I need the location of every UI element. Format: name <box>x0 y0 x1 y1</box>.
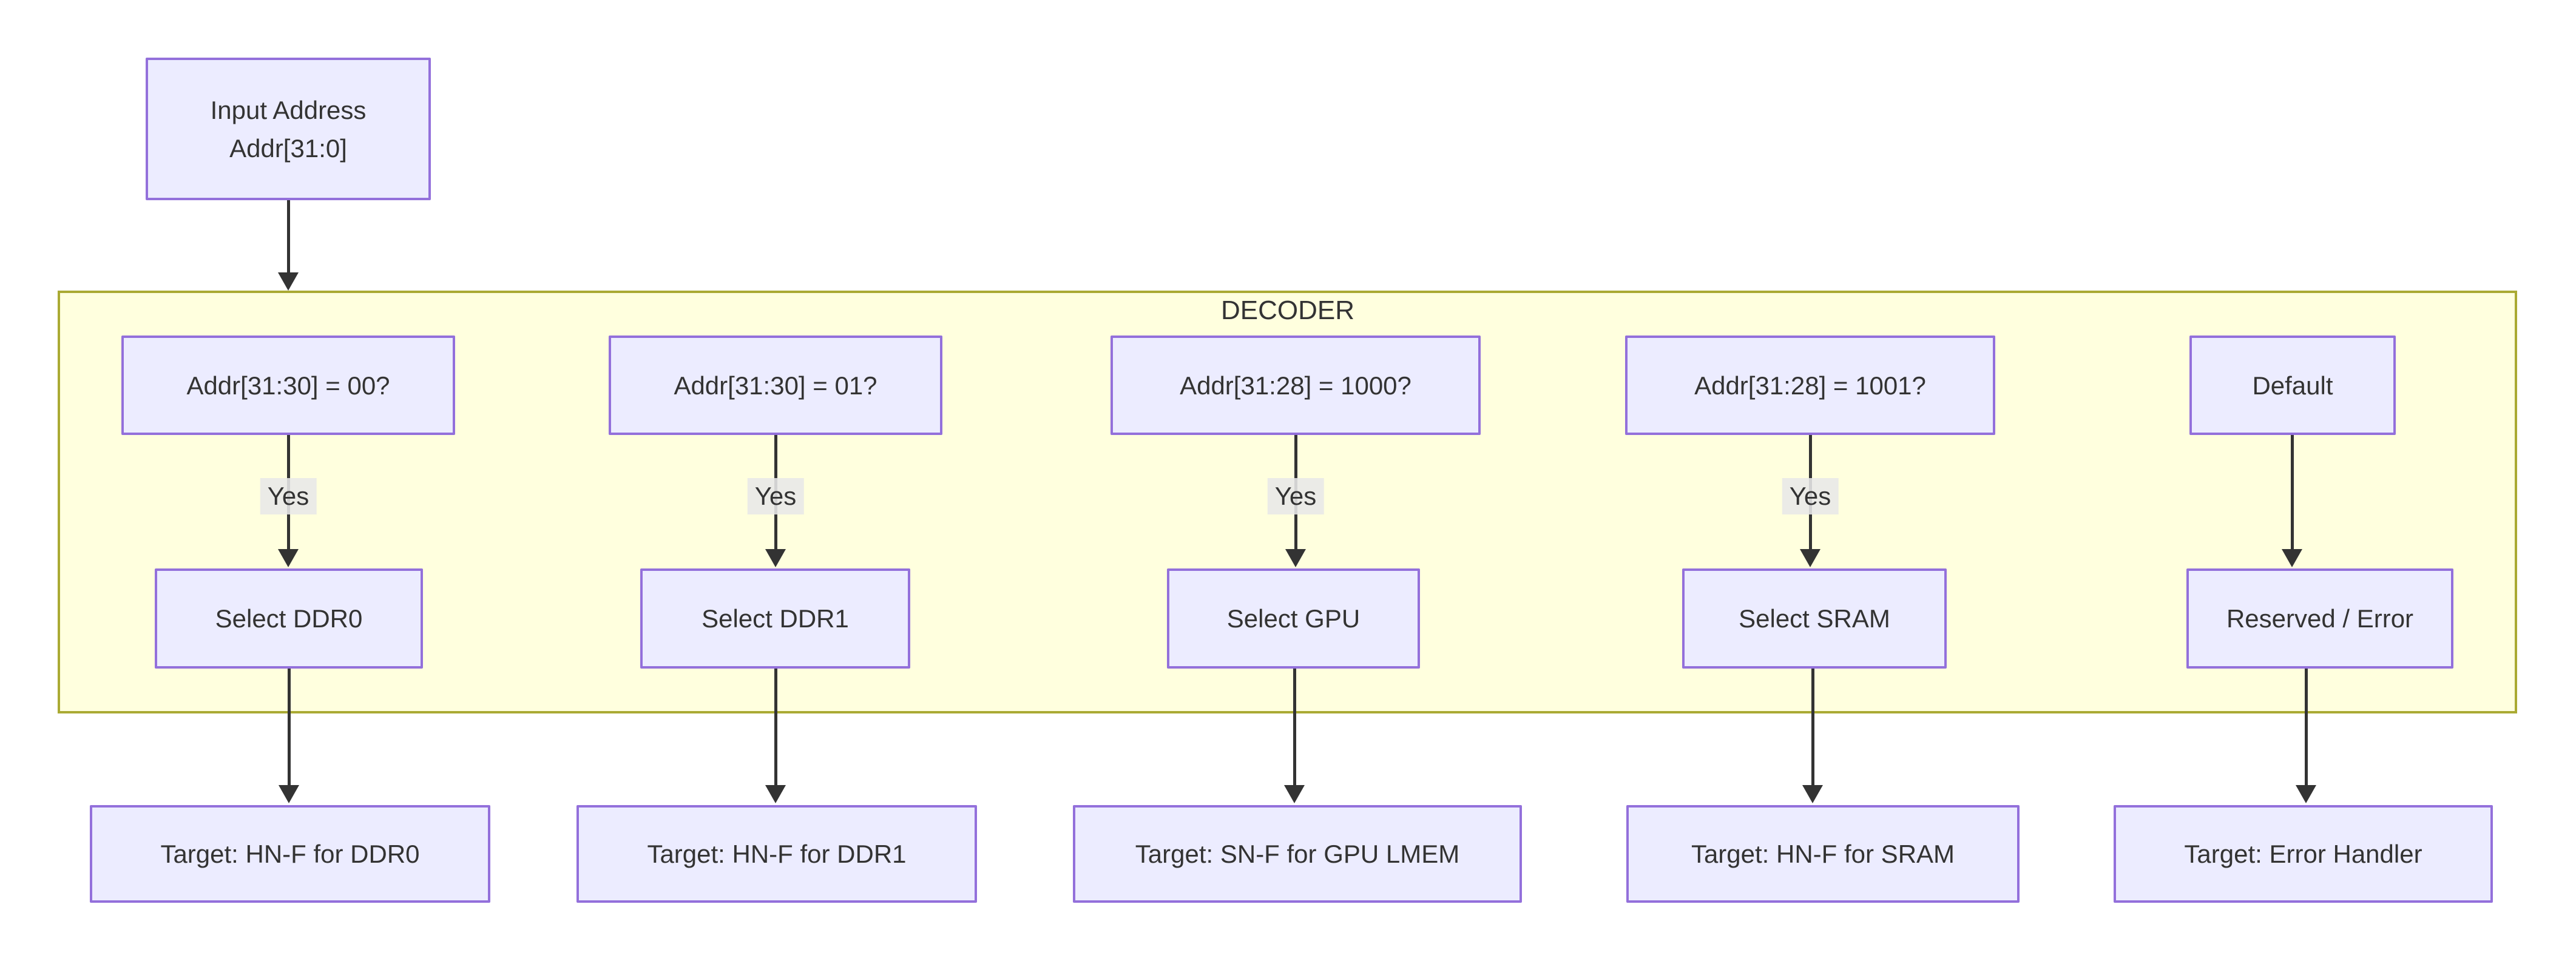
node-action-gpu: Select GPU <box>1167 568 1420 669</box>
target-sram-label: Target: HN-F for SRAM <box>1691 840 1955 868</box>
edge-label-yes-ddr0: Yes <box>260 478 317 514</box>
node-action-ddr0: Select DDR0 <box>155 568 423 669</box>
condition-default-label: Default <box>2252 371 2333 400</box>
node-target-sram: Target: HN-F for SRAM <box>1626 805 2020 903</box>
node-target-error-handler: Target: Error Handler <box>2114 805 2493 903</box>
edge-input-to-decoder <box>287 200 290 272</box>
action-ddr1-label: Select DDR1 <box>701 604 849 633</box>
edge-label-yes-gpu: Yes <box>1267 478 1324 514</box>
arrowhead-condition-to-action-default <box>2282 549 2302 567</box>
target-ddr0-label: Target: HN-F for DDR0 <box>160 840 420 868</box>
target-ddr1-label: Target: HN-F for DDR1 <box>647 840 907 868</box>
edge-action-to-target-ddr0 <box>288 669 291 785</box>
node-condition-ddr1: Addr[31:30] = 01? <box>609 336 942 435</box>
arrowhead-condition-to-action-ddr1 <box>765 549 786 567</box>
target-error-handler-label: Target: Error Handler <box>2184 840 2422 868</box>
node-target-ddr1: Target: HN-F for DDR1 <box>576 805 977 903</box>
arrowhead-condition-to-action-gpu <box>1285 549 1306 567</box>
condition-sram-label: Addr[31:28] = 1001? <box>1694 371 1926 400</box>
edge-label-yes-ddr1: Yes <box>747 478 804 514</box>
node-target-gpu: Target: SN-F for GPU LMEM <box>1073 805 1522 903</box>
action-ddr0-label: Select DDR0 <box>215 604 363 633</box>
arrowhead-action-to-target-ddr1 <box>765 785 786 803</box>
arrowhead-action-to-target-error <box>2296 785 2316 803</box>
action-gpu-label: Select GPU <box>1226 604 1361 633</box>
condition-ddr0-label: Addr[31:30] = 00? <box>186 371 390 400</box>
edge-label-yes-sram: Yes <box>1782 478 1839 514</box>
action-reserved-error-label: Reserved / Error <box>2226 604 2414 633</box>
action-sram-label: Select SRAM <box>1739 604 1890 633</box>
arrowhead-condition-to-action-sram <box>1800 549 1820 567</box>
arrowhead-action-to-target-sram <box>1802 785 1823 803</box>
condition-gpu-label: Addr[31:28] = 1000? <box>1180 371 1411 400</box>
edge-action-to-target-error <box>2305 669 2308 785</box>
node-action-reserved-error: Reserved / Error <box>2186 568 2453 669</box>
target-gpu-label: Target: SN-F for GPU LMEM <box>1135 840 1460 868</box>
arrowhead-input-to-decoder <box>278 272 299 291</box>
node-target-ddr0: Target: HN-F for DDR0 <box>90 805 490 903</box>
arrowhead-condition-to-action-ddr0 <box>278 549 299 567</box>
node-condition-gpu: Addr[31:28] = 1000? <box>1111 336 1481 435</box>
node-condition-default: Default <box>2189 336 2396 435</box>
decoder-cluster-label: DECODER <box>1220 295 1355 325</box>
node-condition-ddr0: Addr[31:30] = 00? <box>121 336 455 435</box>
edge-action-to-target-ddr1 <box>774 669 777 785</box>
condition-ddr1-label: Addr[31:30] = 01? <box>674 371 877 400</box>
arrowhead-action-to-target-gpu <box>1284 785 1305 803</box>
node-action-ddr1: Select DDR1 <box>640 568 910 669</box>
node-condition-sram: Addr[31:28] = 1001? <box>1625 336 1995 435</box>
edge-action-to-target-sram <box>1811 669 1814 785</box>
input-address-line1: Input Address <box>210 95 367 124</box>
edge-condition-to-action-default <box>2291 435 2294 549</box>
node-action-sram: Select SRAM <box>1682 568 1947 669</box>
edge-action-to-target-gpu <box>1293 669 1296 785</box>
input-address-line2: Addr[31:0] <box>229 133 347 163</box>
arrowhead-action-to-target-ddr0 <box>279 785 299 803</box>
